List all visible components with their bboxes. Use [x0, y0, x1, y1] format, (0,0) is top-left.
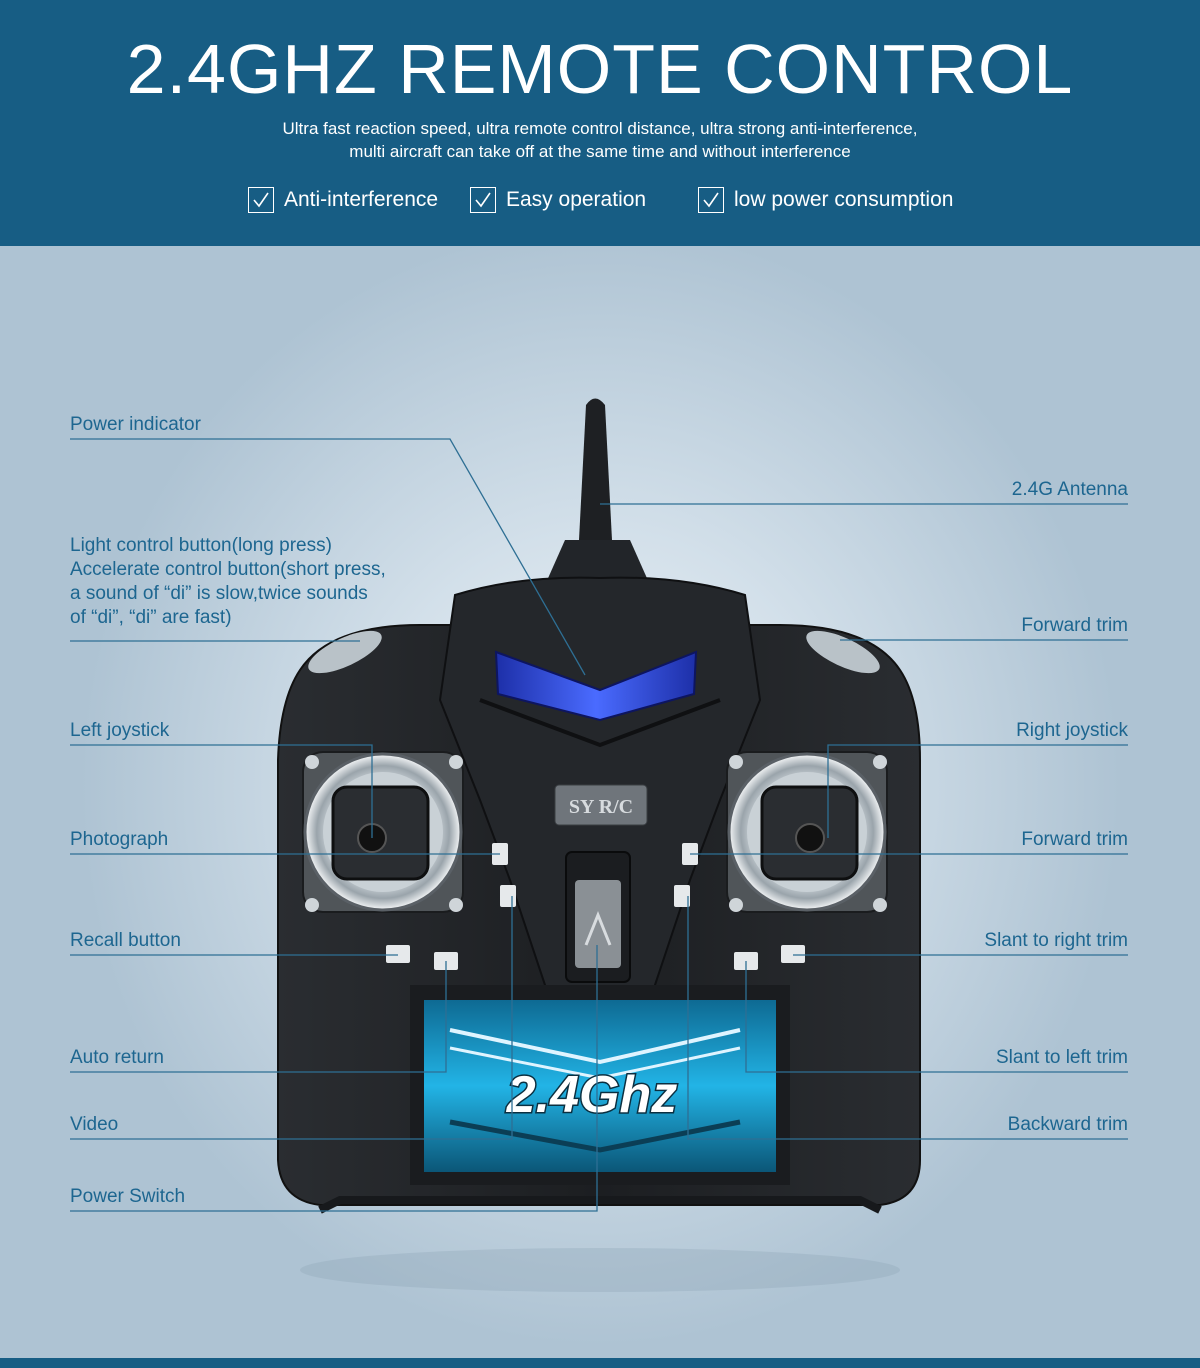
header-banner: 2.4GHZ REMOTE CONTROL Ultra fast reactio… [0, 0, 1200, 246]
label-power-indicator: Power indicator [70, 414, 201, 435]
label-recall-button: Recall button [70, 930, 181, 951]
recall-button[interactable] [386, 945, 410, 963]
label-backward-trim: Backward trim [1007, 1114, 1128, 1135]
right-joystick[interactable] [726, 751, 888, 913]
label-right-joystick: Right joystick [1016, 720, 1128, 741]
leader-lines [70, 438, 1128, 1212]
leader-power-switch [70, 945, 598, 1212]
shadow [300, 1248, 900, 1292]
checkbox-checked-icon [698, 187, 724, 213]
label-photograph: Photograph [70, 829, 169, 850]
left-joystick[interactable] [302, 751, 464, 913]
feature-label: Easy operation [506, 188, 647, 211]
forward-trim-shoulder-button[interactable] [801, 622, 885, 681]
label-forward-trim: Forward trim [1021, 829, 1128, 850]
label-left-joystick: Left joystick [70, 720, 170, 741]
video-button[interactable] [500, 885, 516, 907]
leader-power-indicator [70, 438, 586, 676]
label-power-switch: Power Switch [70, 1186, 186, 1207]
leader-video [70, 896, 513, 1140]
leader-auto-return [70, 961, 447, 1073]
label-forward-trim-top: Forward trim [1021, 615, 1128, 636]
power-indicator-led [494, 650, 698, 722]
leader-right-joystick [827, 744, 1128, 838]
power-switch[interactable] [565, 851, 631, 983]
brand-badge [554, 784, 648, 826]
label-video: Video [70, 1114, 119, 1135]
footer-bar [0, 1358, 1200, 1368]
label-light-control-button: Light control button(long press) Acceler… [70, 535, 386, 628]
feature-low-power: low power consumption [698, 185, 953, 215]
subtitle-line-1: Ultra fast reaction speed, ultra remote … [282, 119, 918, 138]
label-slant-right-trim: Slant to right trim [984, 930, 1128, 951]
page-title: 2.4GHZ REMOTE CONTROL [126, 30, 1074, 108]
leader-slant-left [745, 961, 1128, 1073]
slant-right-trim-button[interactable] [781, 945, 805, 963]
frequency-label: 2.4Ghz [506, 1066, 678, 1124]
antenna [545, 398, 650, 585]
checkbox-checked-icon [248, 187, 274, 213]
feature-easy-operation: Easy operation [470, 185, 646, 215]
label-slant-left-trim: Slant to left trim [996, 1047, 1128, 1068]
checkbox-checked-icon [470, 187, 496, 213]
leader-left-joystick [70, 744, 373, 838]
brand-badge-text: SY R/C [569, 796, 633, 818]
leader-backward-trim [687, 896, 1128, 1140]
label-auto-return: Auto return [70, 1047, 164, 1068]
subtitle-line-2: multi aircraft can take off at the same … [349, 142, 851, 161]
label-antenna: 2.4G Antenna [1011, 479, 1128, 500]
feature-label: Anti-interference [284, 188, 439, 211]
feature-label: low power consumption [734, 188, 954, 211]
light-control-button[interactable] [303, 622, 387, 681]
backward-trim-button[interactable] [674, 885, 690, 907]
feature-anti-interference: Anti-interference [248, 185, 438, 215]
